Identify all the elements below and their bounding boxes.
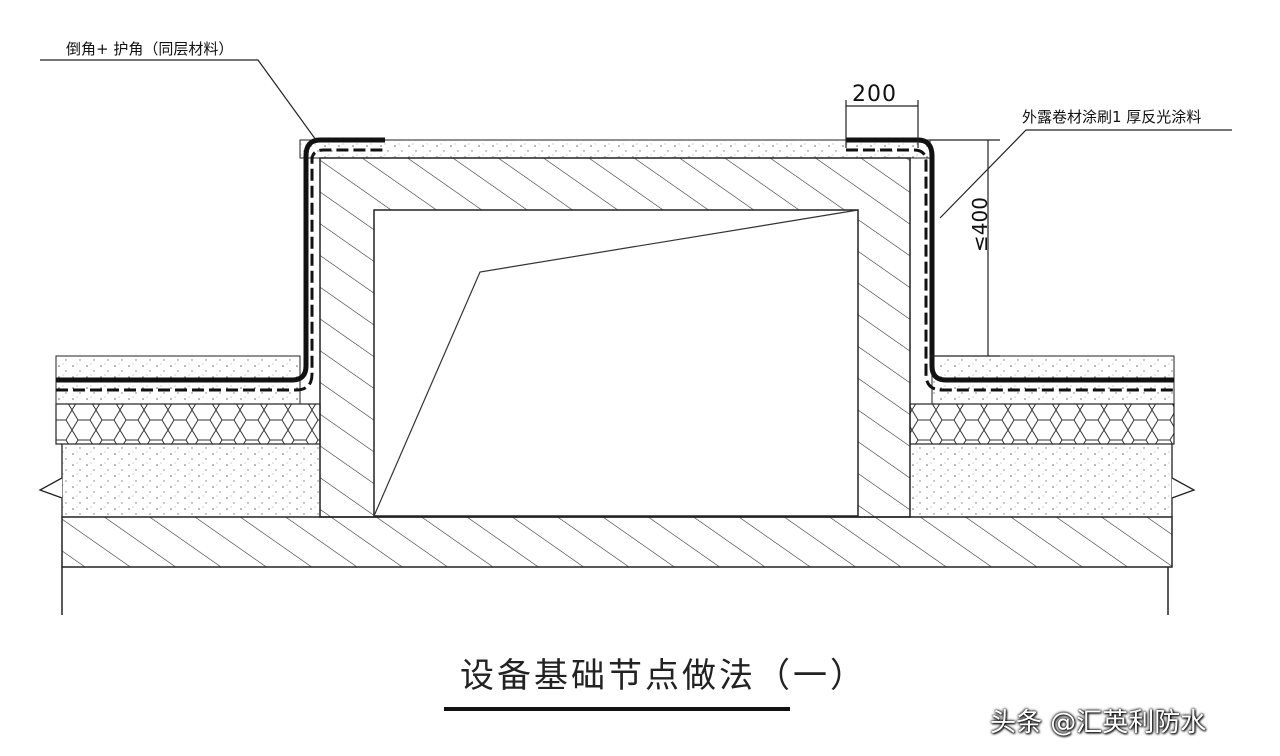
watermark-text: 头条 @汇英利防水 [990,708,1207,738]
corner-protection-label: 倒角+ 护角（同层材料） [66,40,234,58]
structural-slab [61,516,1173,615]
equipment-foundation [299,139,931,518]
title-underline [444,707,790,711]
membrane-coating-label: 外露卷材涂刷1 厚反光涂料 [1022,108,1202,126]
width-dimension-label: 200 [852,82,897,107]
height-dimension-label: ≤400 [968,197,992,252]
drawing-title: 设备基础节点做法（一） [460,656,867,696]
leader-lines [40,59,1232,219]
waterproof-membrane [56,137,1174,392]
dimension-lines [845,100,1000,357]
insulation-layer [55,403,1175,445]
